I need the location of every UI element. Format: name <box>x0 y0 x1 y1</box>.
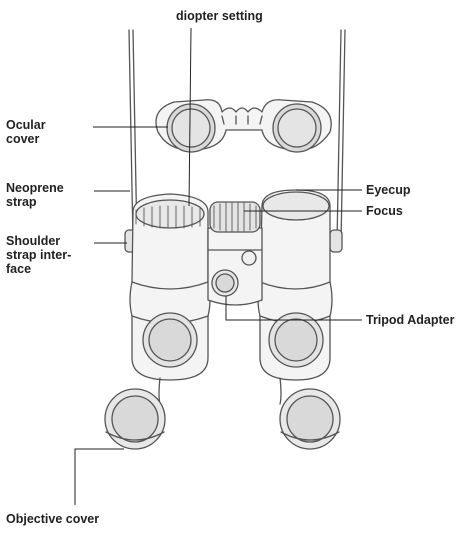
label-neoprene-strap: Neoprene strap <box>6 181 64 209</box>
label-shoulder-strap-interface: Shoulder strap inter- face <box>6 234 71 276</box>
focus-wheel <box>210 202 260 232</box>
ocular-cover <box>156 100 331 152</box>
objective-covers <box>105 378 340 449</box>
leader-objective-cover <box>75 449 124 505</box>
label-diopter-setting: diopter setting <box>176 9 263 23</box>
label-objective-cover: Objective cover <box>6 512 99 526</box>
label-ocular-cover: Ocular cover <box>6 118 46 146</box>
center-bridge <box>208 228 262 305</box>
label-focus: Focus <box>366 204 403 218</box>
label-eyecup: Eyecup <box>366 183 410 197</box>
objective-lenses <box>143 313 323 367</box>
label-tripod-adapter: Tripod Adapter <box>366 313 454 327</box>
